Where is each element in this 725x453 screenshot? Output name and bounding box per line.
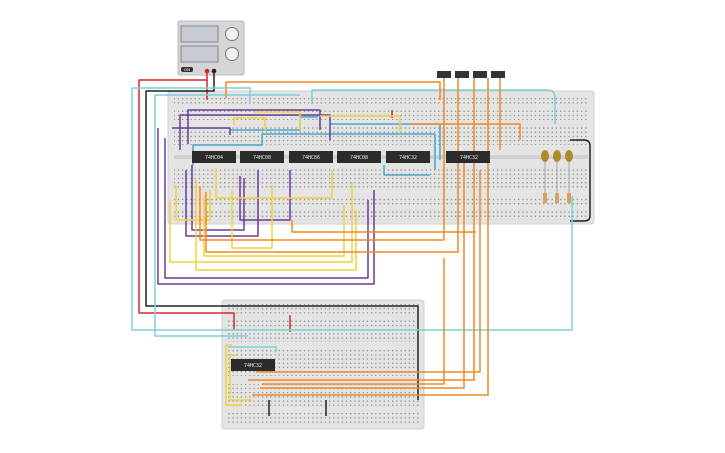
wire-yellow[interactable] bbox=[229, 354, 252, 401]
wire-yellow[interactable] bbox=[320, 115, 401, 132]
chip-74hc32-secondary[interactable]: 74HC32 bbox=[231, 359, 275, 371]
chip-74hc32-b[interactable]: 74HC32 bbox=[446, 151, 490, 163]
psu-knob-bottom[interactable] bbox=[225, 47, 239, 61]
power-supply[interactable]: ON bbox=[177, 20, 245, 76]
chip-label: 74HC08 bbox=[253, 155, 271, 161]
wire-cyan[interactable] bbox=[311, 89, 556, 124]
wire-black[interactable] bbox=[570, 139, 591, 222]
resistor-3[interactable] bbox=[567, 193, 571, 203]
wire-orange[interactable] bbox=[256, 170, 481, 373]
chip-label: 74HC32 bbox=[399, 155, 417, 161]
led-outputs bbox=[541, 150, 573, 203]
wire-purple[interactable] bbox=[187, 109, 321, 144]
wire-yellow[interactable] bbox=[225, 344, 242, 406]
wire-orange[interactable] bbox=[410, 123, 521, 140]
wire-orange[interactable] bbox=[260, 160, 465, 389]
wire-orange[interactable] bbox=[248, 78, 475, 381]
switch-3[interactable] bbox=[473, 71, 487, 78]
chip-74hc08-b[interactable]: 74HC08 bbox=[337, 151, 381, 163]
wire-yellow[interactable] bbox=[175, 185, 211, 221]
psu-switch[interactable] bbox=[181, 67, 193, 72]
led-3[interactable] bbox=[565, 150, 573, 162]
psu-knob-top[interactable] bbox=[225, 27, 239, 41]
wire-yellow[interactable] bbox=[254, 111, 301, 130]
input-switches[interactable] bbox=[437, 71, 505, 78]
wire-cyan[interactable] bbox=[228, 346, 277, 352]
psu-switch-label: ON bbox=[184, 67, 190, 72]
wire-orange[interactable] bbox=[252, 78, 489, 396]
psu-display-top bbox=[180, 25, 219, 43]
main-chips: 74HC04 74HC08 74HC86 74HC08 74HC32 74HC3… bbox=[192, 151, 490, 163]
wire-cyan[interactable] bbox=[154, 94, 300, 337]
wire-cyan[interactable] bbox=[131, 87, 573, 331]
wire-orange[interactable] bbox=[205, 78, 459, 253]
led-1[interactable] bbox=[541, 150, 549, 162]
chip-label: 74HC08 bbox=[350, 155, 368, 161]
wire-yellow[interactable] bbox=[169, 182, 353, 263]
chip-74hc08[interactable]: 74HC08 bbox=[240, 151, 284, 163]
chip-label: 74HC86 bbox=[302, 155, 320, 161]
chip-74hc32[interactable]: 74HC32 bbox=[386, 151, 430, 163]
wire-purple[interactable] bbox=[185, 170, 259, 237]
wire-purple[interactable] bbox=[172, 127, 231, 135]
switch-1[interactable] bbox=[437, 71, 451, 78]
wire-orange[interactable] bbox=[262, 258, 445, 385]
chip-74hc86[interactable]: 74HC86 bbox=[289, 151, 333, 163]
wire-purple[interactable] bbox=[164, 138, 369, 279]
wire-orange[interactable] bbox=[225, 81, 441, 100]
wire-purple[interactable] bbox=[191, 165, 245, 231]
resistor-2[interactable] bbox=[555, 193, 559, 203]
wire-orange[interactable] bbox=[291, 220, 476, 233]
chip-label: 74HC32 bbox=[244, 363, 262, 369]
wire-teal[interactable] bbox=[383, 165, 430, 176]
switch-2[interactable] bbox=[455, 71, 469, 78]
wire-yellow[interactable] bbox=[203, 195, 345, 257]
wires[interactable] bbox=[131, 71, 591, 416]
chip-74hc04[interactable]: 74HC04 bbox=[192, 151, 236, 163]
wire-red[interactable] bbox=[138, 71, 235, 330]
switch-4[interactable] bbox=[491, 71, 505, 78]
chip-label: 74HC32 bbox=[460, 155, 478, 161]
resistor-1[interactable] bbox=[543, 193, 547, 203]
secondary-breadboard[interactable] bbox=[221, 299, 425, 430]
chip-label: 74HC04 bbox=[205, 155, 223, 161]
wire-yellow[interactable] bbox=[233, 117, 266, 130]
wire-yellow[interactable] bbox=[215, 168, 333, 199]
wire-yellow[interactable] bbox=[231, 185, 273, 249]
wire-orange[interactable] bbox=[199, 78, 445, 241]
wire-purple[interactable] bbox=[157, 128, 375, 285]
led-2[interactable] bbox=[553, 150, 561, 162]
wire-purple[interactable] bbox=[179, 114, 331, 150]
wire-teal[interactable] bbox=[192, 133, 436, 170]
psu-display-bottom bbox=[180, 45, 219, 63]
